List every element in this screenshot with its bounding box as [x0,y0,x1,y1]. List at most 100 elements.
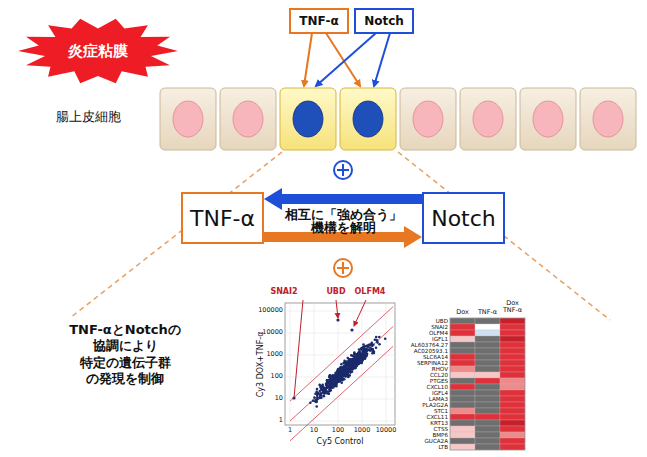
text-label: CXCL10 [398,384,448,390]
plus-sign [337,164,349,176]
nucleus [533,101,563,137]
heat-cell [500,408,525,414]
text-label: GUCA2A [398,438,448,444]
heat-cell [450,372,475,378]
heat-cell [500,336,525,342]
text-label: UBD [398,318,448,324]
heat-cell [450,366,475,372]
heat-cell [475,432,500,438]
data-point [332,383,335,386]
data-point [371,342,374,345]
data-point [358,348,361,351]
grid-line [285,399,395,400]
data-point [328,375,331,378]
data-point [324,388,327,391]
label-box: TNF-α [181,192,264,244]
heat-cell [500,414,525,420]
diagonal-line [290,326,393,421]
data-point [358,362,361,365]
data-point [344,375,347,378]
data-point [362,346,365,349]
heat-cell [450,336,475,342]
text-label: 1 [288,427,292,434]
nucleus [593,101,623,137]
data-point [364,355,367,358]
arrow-head [264,188,282,210]
data-point [378,343,381,346]
heat-cell [500,330,525,336]
cell [580,88,636,150]
text-label: CCL20 [398,372,448,378]
text-label: OLFM4 [398,330,448,336]
heat-cell [450,390,475,396]
heat-frame [450,318,525,450]
node-text: 炎症粘膜 [68,42,128,61]
heat-cell [475,408,500,414]
data-point [320,388,323,391]
data-point [324,390,327,393]
dashed-guide [70,152,282,318]
data-point [346,364,349,367]
text-label: 腸上皮細胞 [56,110,121,124]
data-point [335,385,338,388]
data-point [355,357,358,360]
heat-cell [500,390,525,396]
nucleus [173,101,203,137]
heat-cell [475,420,500,426]
text-label: CTSS [398,426,448,432]
data-point [363,354,366,357]
text-label: Dox TNF-α [499,300,527,314]
data-point [343,371,346,374]
heat-cell [475,330,500,336]
heat-cell [475,354,500,360]
label-box: Notch [422,192,505,244]
data-point [340,363,343,366]
leader-line [354,300,366,326]
heat-cell [475,414,500,420]
heat-cell [475,360,500,366]
cell [400,88,456,150]
data-point [337,368,340,371]
data-point [323,390,326,393]
data-point [375,336,378,339]
data-point [323,387,326,390]
data-point [342,375,345,378]
data-point [349,365,352,368]
heat-cell [500,366,525,372]
heat-cell [475,336,500,342]
heat-cell [450,426,475,432]
dashed-guide [398,152,610,320]
heat-cell [500,384,525,390]
data-point [326,379,329,382]
label-box: Notch [354,8,414,34]
data-point [362,347,365,350]
heat-cell [500,348,525,354]
data-point [337,376,340,379]
grid-line [290,303,291,425]
heat-cell [450,324,475,330]
heat-cell [475,396,500,402]
text-label: TNF-αとNotchの 協調により 特定の遺伝子群 の発現を制御 [66,322,184,387]
data-point [349,363,352,366]
data-point [323,390,326,393]
text-label: 100000 [254,307,283,314]
data-point [362,351,365,354]
leader-line [294,300,303,398]
node-text: Notch [364,14,404,28]
node-text: TNF-α [190,206,255,231]
heat-cell [500,342,525,348]
data-point [321,385,324,388]
data-point [337,376,340,379]
heat-cell [475,438,500,444]
cell [220,88,276,150]
text-label: OLFM4 [355,288,386,297]
data-point [376,341,379,344]
data-point [362,343,365,346]
cell [520,88,576,150]
outlier-point [336,318,339,321]
data-point [375,346,378,349]
heat-cell [475,366,500,372]
data-point [347,369,350,372]
text-label: 10000 [376,427,397,434]
plus-sign [337,262,349,274]
